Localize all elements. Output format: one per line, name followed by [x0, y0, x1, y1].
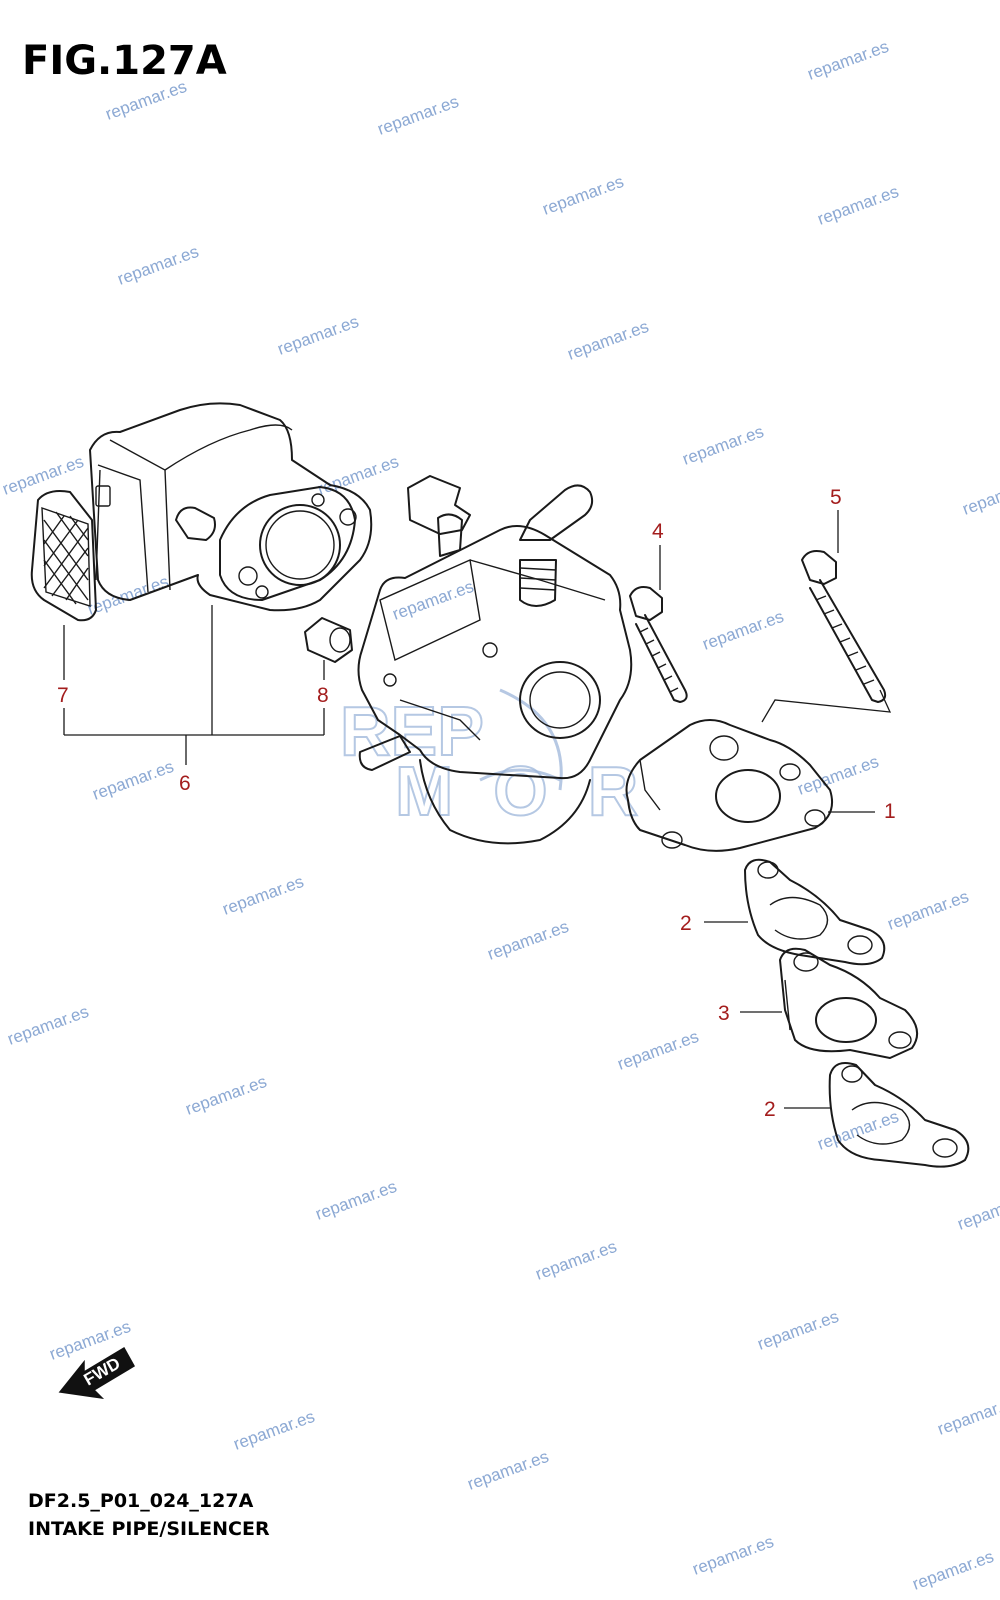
- callout-8: 8: [317, 684, 329, 707]
- watermark: repamar.es: [115, 242, 201, 289]
- intake-pipe: [89, 402, 373, 612]
- watermark: repamar.es: [960, 472, 1000, 519]
- watermark: repamar.es: [90, 757, 176, 804]
- watermark: repamar.es: [795, 752, 881, 799]
- figure-title: FIG.127A: [22, 38, 227, 84]
- watermark: repamar.es: [815, 1107, 901, 1154]
- leader-lines: [63, 510, 875, 1109]
- watermark: repamar.es: [315, 452, 401, 499]
- logo-wave: [499, 688, 563, 791]
- watermark: repamar.es: [0, 452, 86, 499]
- watermark: repamar.es: [220, 872, 306, 919]
- intake-spacer: [779, 947, 919, 1059]
- logo-wave: [479, 768, 561, 782]
- watermark: repamar.es: [935, 1392, 1000, 1439]
- watermark: repamar.es: [275, 312, 361, 359]
- break-line: [761, 689, 892, 723]
- watermark: repamar.es: [910, 1547, 996, 1594]
- insulator-flange: [625, 719, 834, 852]
- callout-2-upper: 2: [680, 912, 692, 935]
- watermark: repamar.es: [680, 422, 766, 469]
- watermark: repamar.es: [540, 172, 626, 219]
- figure-caption: INTAKE PIPE/SILENCER: [28, 1518, 270, 1540]
- figure-code: DF2.5_P01_024_127A: [28, 1490, 254, 1512]
- callout-2-lower: 2: [764, 1098, 776, 1121]
- watermark: repamar.es: [690, 1532, 776, 1579]
- watermark: repamar.es: [700, 607, 786, 654]
- watermark: repamar.es: [955, 1187, 1000, 1234]
- silencer-mesh: [30, 490, 97, 622]
- watermark: repamar.es: [565, 317, 651, 364]
- bolt-short: [629, 586, 688, 703]
- watermark: repamar.es: [465, 1447, 551, 1494]
- watermark: repamar.es: [390, 577, 476, 624]
- sleeve: [304, 617, 353, 663]
- watermark: repamar.es: [183, 1072, 269, 1119]
- watermark: repamar.es: [755, 1307, 841, 1354]
- watermark: repamar.es: [815, 182, 901, 229]
- watermark: repamar.es: [805, 37, 891, 84]
- callout-6: 6: [179, 772, 191, 795]
- callout-1: 1: [884, 800, 896, 823]
- carburetor: [357, 475, 633, 845]
- gasket-lower: [828, 1062, 970, 1168]
- callout-3: 3: [718, 1002, 730, 1025]
- watermark: repamar.es: [231, 1407, 317, 1454]
- watermark: repamar.es: [485, 917, 571, 964]
- watermark: repamar.es: [375, 92, 461, 139]
- callout-5: 5: [830, 486, 842, 509]
- callout-7: 7: [57, 684, 69, 707]
- watermark: repamar.es: [313, 1177, 399, 1224]
- watermark: repamar.es: [533, 1237, 619, 1284]
- watermark: repamar.es: [885, 887, 971, 934]
- gasket-upper: [744, 858, 886, 966]
- logo-watermark: REP MOR: [339, 688, 639, 831]
- watermark: repamar.es: [103, 77, 189, 124]
- watermark: repamar.es: [615, 1027, 701, 1074]
- callout-4: 4: [652, 520, 664, 543]
- bolt-long: [801, 550, 887, 703]
- watermark: repamar.es: [5, 1002, 91, 1049]
